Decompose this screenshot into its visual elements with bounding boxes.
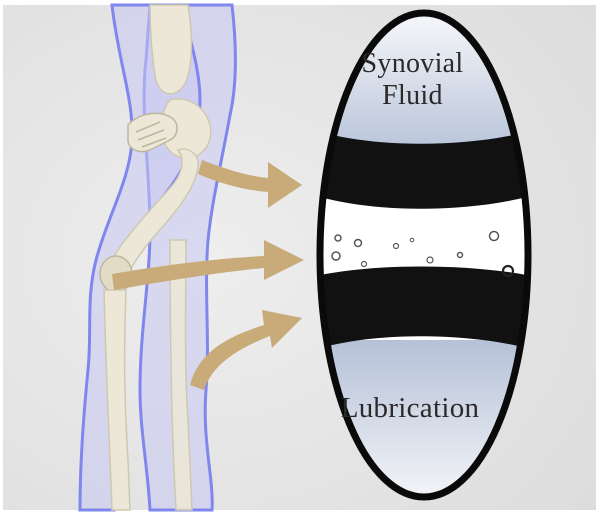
- label-line-fluid: Fluid: [340, 80, 485, 112]
- synovial-fluid-label: Synovial Fluid: [340, 48, 485, 112]
- label-line-synovial: Synovial: [340, 48, 485, 80]
- pelvis-bone: [150, 5, 192, 94]
- lubrication-label: Lubrication: [330, 391, 490, 425]
